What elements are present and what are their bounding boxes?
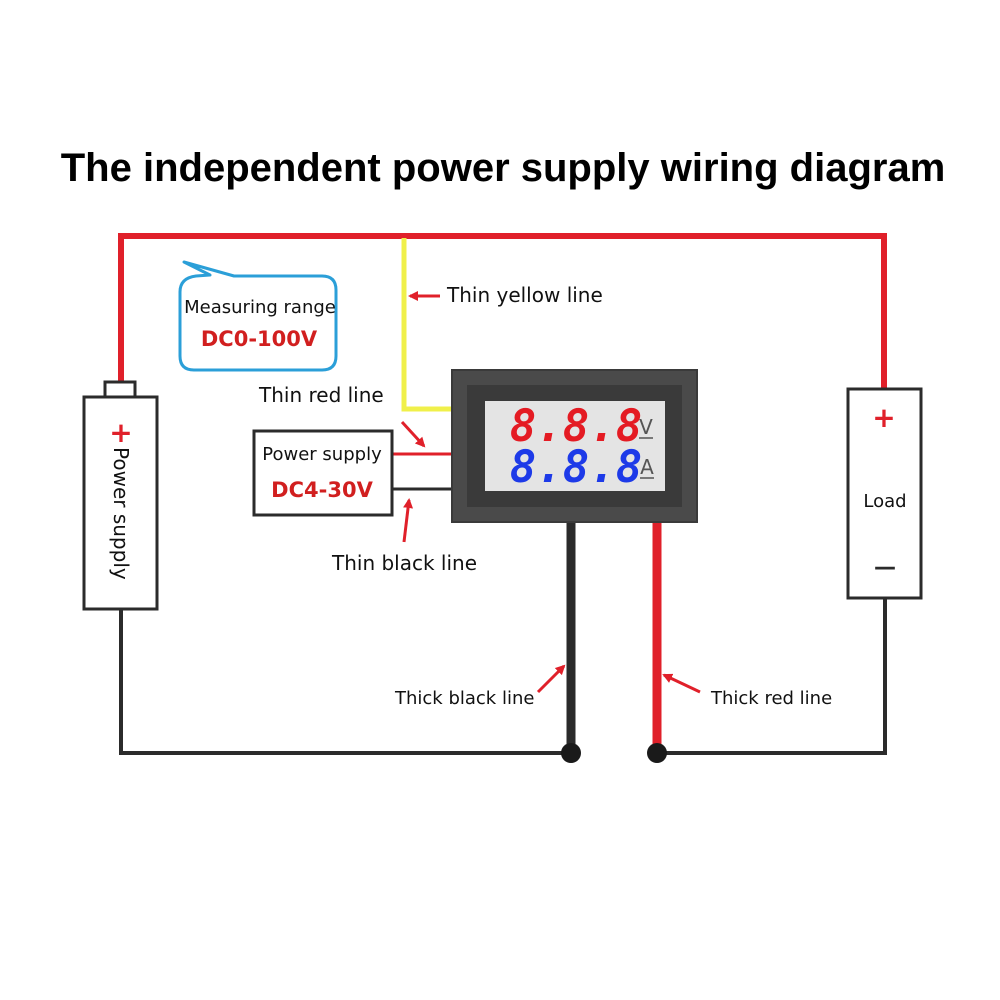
load-minus-sign: —: [874, 555, 896, 580]
thin-black-arrow: [402, 498, 414, 543]
aux-supply-line1: Power supply: [262, 444, 382, 465]
callout-bubble: [178, 260, 338, 372]
thick-red-label: Thick red line: [710, 688, 832, 709]
junction-dot-black: [561, 743, 581, 763]
thin-red-label: Thin red line: [258, 383, 384, 407]
current-digits: 8.8.8: [510, 442, 642, 493]
battery-body: [82, 395, 159, 611]
voltage-unit: V: [639, 415, 653, 439]
battery-plus-sign: +: [109, 416, 132, 449]
thin-red-arrow: [400, 420, 426, 448]
battery: + Power supply: [82, 380, 159, 611]
battery-negative-wire: [119, 608, 571, 755]
thin-yellow-label: Thin yellow line: [446, 283, 603, 307]
callout-line1: Measuring range: [184, 297, 336, 318]
callout-line2: DC0-100V: [201, 327, 318, 351]
aux-power-supply: Power supply DC4-30V: [252, 429, 394, 517]
load-body: [846, 387, 923, 600]
voltage-digits: 8.8.8: [510, 401, 642, 452]
measuring-range-callout: Measuring range DC0-100V: [178, 260, 338, 372]
thick-red-arrow: [662, 673, 701, 694]
red-top-wire: [118, 233, 887, 390]
load: + Load —: [846, 387, 923, 600]
thin-black-label: Thin black line: [331, 551, 477, 575]
load-negative-wire: [657, 596, 887, 755]
current-unit: A: [640, 455, 654, 479]
thin-yellow-wire: [401, 238, 456, 412]
aux-supply-box: [252, 429, 394, 517]
aux-supply-line2: DC4-30V: [271, 478, 373, 502]
thick-black-arrow: [536, 664, 566, 694]
load-label: Load: [863, 491, 906, 512]
load-plus-sign: +: [872, 401, 895, 434]
battery-label: Power supply: [109, 447, 133, 580]
volt-amp-meter: 8.8.8 V 8.8.8 A: [451, 369, 698, 523]
thick-black-label: Thick black line: [394, 688, 534, 709]
diagram-title: The independent power supply wiring diag…: [61, 146, 946, 190]
junction-dot-red: [647, 743, 667, 763]
meter-display: [485, 401, 665, 491]
